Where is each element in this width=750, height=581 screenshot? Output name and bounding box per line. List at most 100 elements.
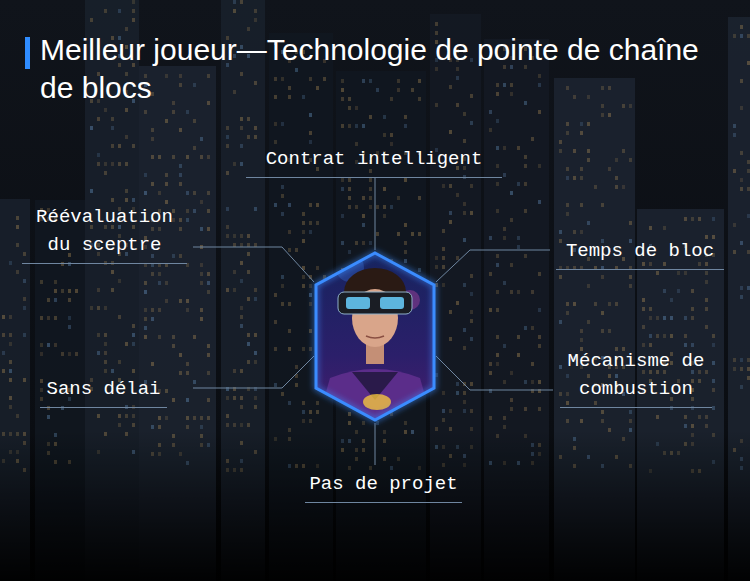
window-light (341, 97, 344, 101)
window-light (355, 241, 358, 245)
window-light (302, 284, 305, 288)
window-light (274, 77, 277, 81)
window-light (240, 162, 243, 166)
window-light (90, 126, 93, 130)
window-light (132, 9, 135, 13)
window-light (165, 200, 168, 204)
window-light (240, 126, 243, 130)
window-light (144, 281, 147, 285)
window-light (691, 289, 694, 293)
window-light (538, 200, 541, 204)
window-light (538, 380, 541, 384)
window-light (559, 239, 562, 243)
window-light (247, 27, 250, 31)
window-light (207, 101, 210, 105)
window-light (2, 333, 5, 337)
window-light (104, 171, 107, 175)
window-light (226, 144, 229, 148)
window-light (207, 227, 210, 231)
window-light (97, 306, 100, 310)
window-light (510, 191, 513, 195)
window-light (158, 281, 161, 285)
leader-line (193, 356, 314, 388)
window-light (200, 416, 203, 420)
window-light (165, 389, 168, 393)
window-light (193, 209, 196, 213)
window-light (538, 335, 541, 339)
window-light (144, 335, 147, 339)
window-light (733, 34, 736, 38)
window-light (503, 146, 506, 150)
window-light (503, 281, 506, 285)
window-light (151, 137, 154, 141)
leader-line (375, 178, 376, 250)
jacket (318, 369, 432, 420)
window-light (254, 396, 257, 400)
window-light (172, 155, 175, 159)
window-light (104, 351, 107, 355)
window-light (362, 421, 365, 425)
window-light (240, 324, 243, 328)
window-light (740, 358, 743, 362)
window-light (179, 218, 182, 222)
window-light (524, 407, 527, 411)
window-light (449, 130, 452, 134)
window-light (489, 416, 492, 420)
window-light (47, 316, 50, 320)
window-light (449, 409, 452, 413)
window-light (691, 217, 694, 221)
window-light (186, 218, 189, 222)
window-light (348, 196, 351, 200)
chest-glow (363, 394, 391, 410)
leader-line (375, 423, 376, 465)
window-light (179, 299, 182, 303)
window-light (23, 252, 26, 256)
window-light (226, 234, 229, 238)
window-light (510, 218, 513, 222)
window-light (390, 97, 393, 101)
window-light (47, 415, 50, 419)
window-light (158, 191, 161, 195)
window-light (587, 158, 590, 162)
window-light (383, 133, 386, 137)
window-light (111, 261, 114, 265)
goggle-lens (380, 297, 404, 309)
window-light (104, 261, 107, 265)
window-light (158, 425, 161, 429)
window-light (40, 379, 43, 383)
window-light (151, 272, 154, 276)
window-light (302, 230, 305, 234)
window-light (186, 155, 189, 159)
window-light (132, 369, 135, 373)
window-light (200, 200, 203, 204)
window-light (629, 275, 632, 279)
window-light (517, 245, 520, 249)
window-light (601, 104, 604, 108)
window-light (274, 140, 277, 144)
window-light (463, 400, 466, 404)
window-light (288, 401, 291, 405)
window-light (390, 142, 393, 146)
window-light (369, 79, 372, 83)
window-light (288, 230, 291, 234)
window-light (118, 279, 121, 283)
window-light (132, 18, 135, 22)
window-light (274, 293, 277, 297)
window-light (309, 140, 312, 144)
window-light (125, 189, 128, 193)
feature-label: Contrat intelligent (246, 145, 502, 178)
window-light (144, 290, 147, 294)
window-light (132, 0, 135, 4)
window-light (207, 281, 210, 285)
window-light (397, 88, 400, 92)
window-light (2, 351, 5, 355)
window-light (496, 83, 499, 87)
window-light (587, 149, 590, 153)
window-light (496, 119, 499, 123)
window-light (341, 88, 344, 92)
window-light (740, 25, 743, 29)
window-light (740, 178, 743, 182)
window-light (510, 371, 513, 375)
window-light (517, 353, 520, 357)
